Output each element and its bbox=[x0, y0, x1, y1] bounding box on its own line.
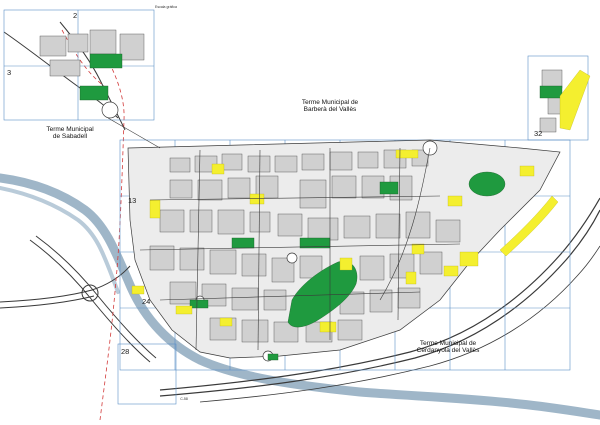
sheet-number-24: 24 bbox=[142, 297, 151, 306]
streets bbox=[107, 117, 461, 351]
sheet-number-13: 13 bbox=[128, 196, 137, 205]
railway bbox=[159, 197, 600, 403]
sheet-number-2: 2 bbox=[73, 11, 78, 20]
label-barbera: Terme Municipal de Barberà del Vallès bbox=[301, 99, 359, 114]
river bbox=[0, 173, 600, 420]
sheet-number-3: 3 bbox=[7, 68, 12, 77]
label-cerdanyola: Terme Municipal de Cerdanyola del Vallès bbox=[416, 340, 480, 355]
sheet-number-28: 28 bbox=[121, 347, 130, 356]
yellow-spaces bbox=[131, 69, 591, 333]
sheet-number-32: 32 bbox=[534, 129, 543, 138]
label-sabadell: Terme Municipal de Sabadell bbox=[46, 126, 94, 141]
municipal-boundary bbox=[61, 29, 125, 421]
scale-note: Escala gràfica bbox=[155, 5, 177, 9]
highway-tag: C-58 bbox=[180, 397, 188, 401]
building-blocks bbox=[39, 29, 571, 343]
